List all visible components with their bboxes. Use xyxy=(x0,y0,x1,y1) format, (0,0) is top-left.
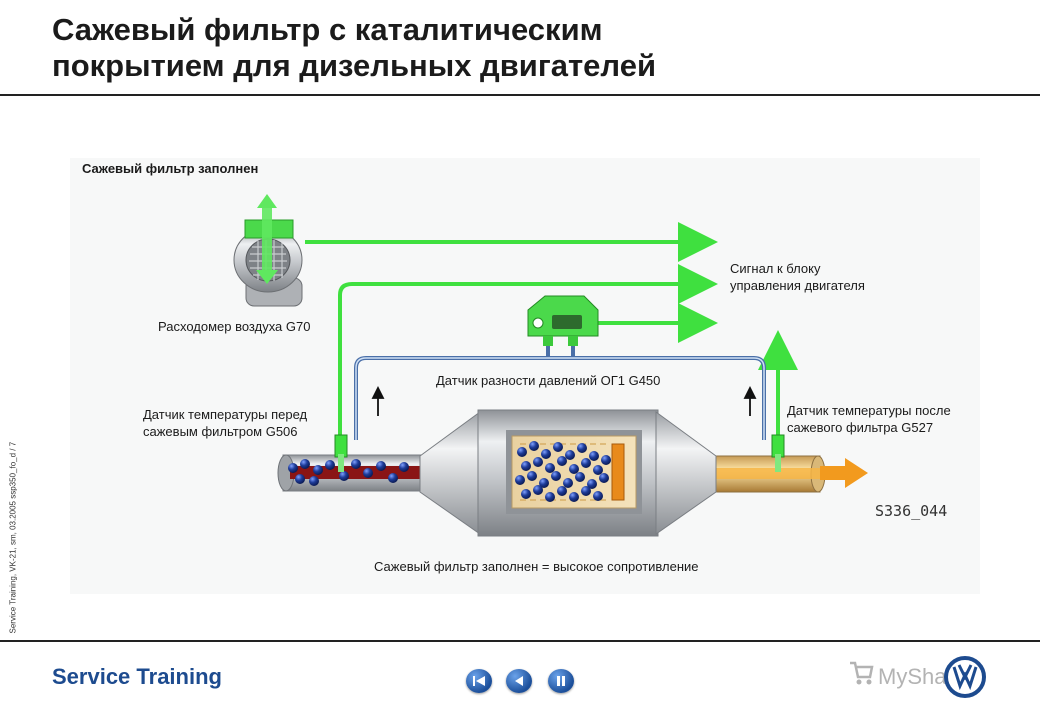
page-title: Сажевый фильтр с каталитическим покрытие… xyxy=(52,12,1012,84)
cart-icon xyxy=(850,661,874,685)
particulate-filter xyxy=(419,409,717,537)
vw-logo-icon xyxy=(944,656,986,698)
temp-after-line2: сажевого фильтра G527 xyxy=(787,420,934,435)
signal-label: Сигнал к блоку управления двигателя xyxy=(730,260,865,294)
soot-particles xyxy=(288,441,611,502)
pause-icon xyxy=(557,676,565,686)
signal-label-line1: Сигнал к блоку xyxy=(730,261,821,276)
footer-divider xyxy=(0,640,1040,642)
pressure-sensor xyxy=(527,295,599,346)
pressure-arrows xyxy=(371,385,757,416)
vw-logo xyxy=(944,656,986,698)
temp-sensor-before xyxy=(334,434,348,472)
first-page-button[interactable] xyxy=(466,669,492,693)
state-label: Сажевый фильтр заполнен xyxy=(82,161,259,176)
previous-page-icon xyxy=(515,676,523,686)
pressure-sensor-label: Датчик разности давлений ОГ1 G450 xyxy=(436,373,661,388)
figure-code: S336_044 xyxy=(875,502,948,520)
airflow-meter-label: Расходомер воздуха G70 xyxy=(158,319,311,334)
temp-sensor-after xyxy=(771,434,785,472)
diagram-svg xyxy=(70,158,980,594)
temp-before-line2: сажевым фильтром G506 xyxy=(143,424,298,439)
airflow-meter xyxy=(233,194,303,307)
signal-label-line2: управления двигателя xyxy=(730,278,865,293)
brand-label: Service Training xyxy=(52,664,222,689)
diagram-caption: Сажевый фильтр заполнен = высокое сопрот… xyxy=(374,559,699,574)
title-divider xyxy=(0,94,1040,96)
pause-button[interactable] xyxy=(548,669,574,693)
temp-before-line1: Датчик температуры перед xyxy=(143,407,308,422)
page-title-line1: Сажевый фильтр с каталитическим xyxy=(52,12,603,47)
signal-lines xyxy=(305,222,798,440)
outlet-pipe xyxy=(711,455,868,493)
diagram: Сажевый фильтр заполнен Расходомер возду… xyxy=(0,110,1040,630)
previous-page-button[interactable] xyxy=(506,669,532,693)
exhaust-outflow-arrow xyxy=(820,458,868,488)
page-title-line2: покрытием для дизельных двигателей xyxy=(52,48,657,83)
temp-after-label: Датчик температуры после сажевого фильтр… xyxy=(787,402,951,436)
temp-before-signal-line xyxy=(338,264,718,440)
temp-before-label: Датчик температуры перед сажевым фильтро… xyxy=(143,406,307,440)
temp-after-line1: Датчик температуры после xyxy=(787,403,951,418)
first-page-icon xyxy=(473,676,485,686)
